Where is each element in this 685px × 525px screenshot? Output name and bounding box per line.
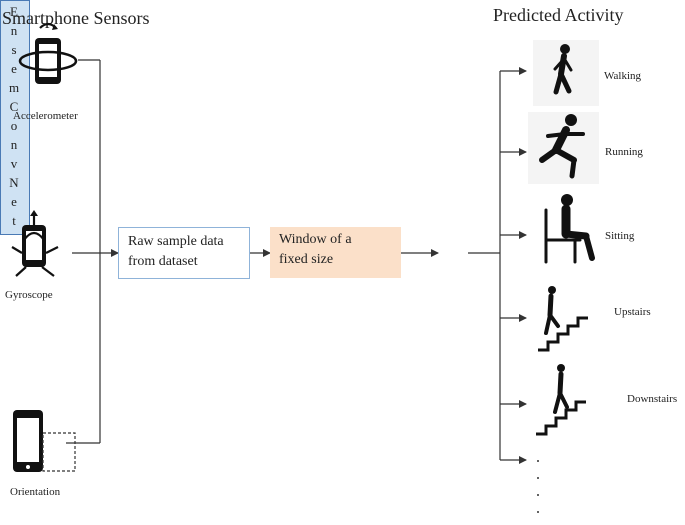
model-letter: s <box>11 42 17 57</box>
ellipsis-dot <box>537 494 539 496</box>
window-line2: fixed size <box>279 252 334 267</box>
activity-label-downstairs: Downstairs <box>627 393 678 405</box>
sensor-label-accelerometer: Accelerometer <box>13 110 78 122</box>
activity-title: Predicted Activity <box>493 5 624 25</box>
activity-label-upstairs: Upstairs <box>614 306 651 318</box>
raw-data-line2: from dataset <box>128 254 198 269</box>
model-letter: C <box>9 99 19 114</box>
ellipsis-dot <box>537 460 539 462</box>
model-letter: m <box>8 80 20 95</box>
sensors-title: Smartphone Sensors <box>2 8 150 28</box>
ensemconvnet-box: E n s e m C o n v N e t <box>0 0 30 235</box>
phone-arrows-icon <box>11 210 59 277</box>
running-tile <box>528 112 599 184</box>
model-letter: o <box>10 118 18 133</box>
sitting-person-icon <box>544 194 595 264</box>
activity-label-sitting: Sitting <box>605 230 635 242</box>
window-box: Window of a fixed size <box>270 227 401 278</box>
walking-person-icon <box>553 44 573 95</box>
ellipsis-dot <box>537 477 539 479</box>
model-letter: e <box>11 194 17 209</box>
model-letter: v <box>10 156 18 171</box>
sensor-label-gyroscope: Gyroscope <box>5 289 53 301</box>
upstairs-person-icon <box>538 286 588 352</box>
sensor-label-orientation: Orientation <box>10 486 61 498</box>
running-person-icon <box>539 114 585 179</box>
phone-orientation-icon <box>13 410 76 472</box>
activity-label-running: Running <box>605 146 643 158</box>
ellipsis-dot <box>537 511 539 513</box>
raw-data-box: Raw sample data from dataset <box>118 227 250 279</box>
model-letter: t <box>12 213 16 228</box>
downstairs-person-icon <box>536 364 586 436</box>
model-letter: e <box>11 61 17 76</box>
model-letter: n <box>10 23 18 38</box>
activity-label-walking: Walking <box>604 70 641 82</box>
raw-data-line1: Raw sample data <box>128 234 224 249</box>
model-letter: N <box>9 175 19 190</box>
window-line1: Window of a <box>279 232 352 247</box>
model-letter: E <box>10 4 18 19</box>
phone-rotation-icon <box>18 22 78 84</box>
model-letter: n <box>10 137 18 152</box>
